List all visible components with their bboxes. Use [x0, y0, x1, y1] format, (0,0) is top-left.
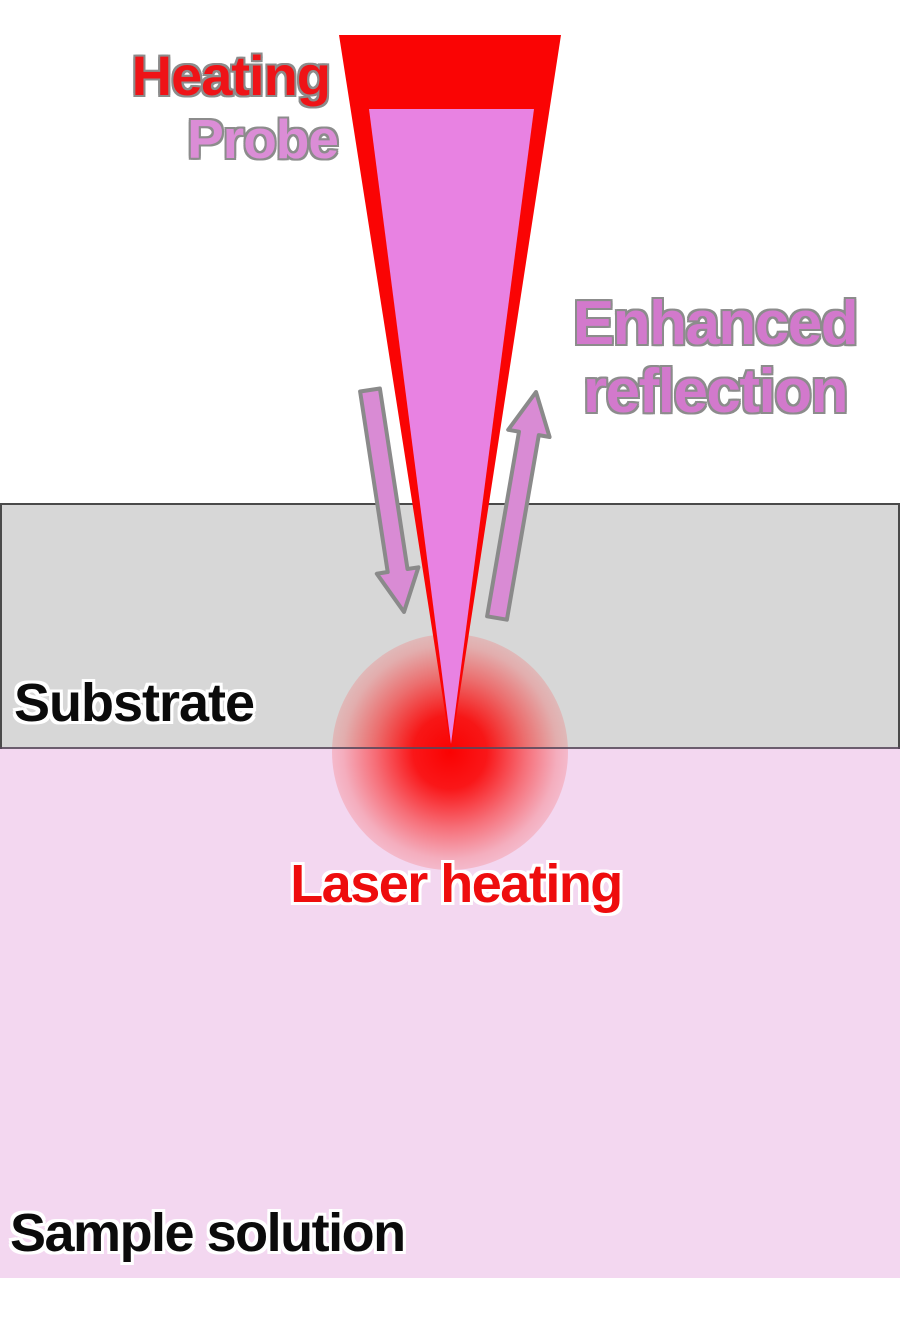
heating-label: Heating — [131, 44, 331, 107]
enhanced-reflection-label: Enhanced reflection — [545, 289, 885, 427]
probe-label: Probe — [187, 108, 339, 170]
reflected-arrow-up-icon — [485, 390, 552, 622]
enhanced-reflection-line1: Enhanced — [572, 289, 859, 358]
enhanced-reflection-line2: reflection — [582, 357, 849, 427]
incident-arrow-down-icon — [358, 386, 421, 614]
probe-beam-cone — [369, 109, 534, 744]
substrate-boundary-line — [0, 747, 900, 749]
sample-solution-label: Sample solution — [10, 1203, 406, 1263]
laser-heating-label: Laser heating — [290, 854, 623, 914]
substrate-label: Substrate — [14, 673, 255, 733]
